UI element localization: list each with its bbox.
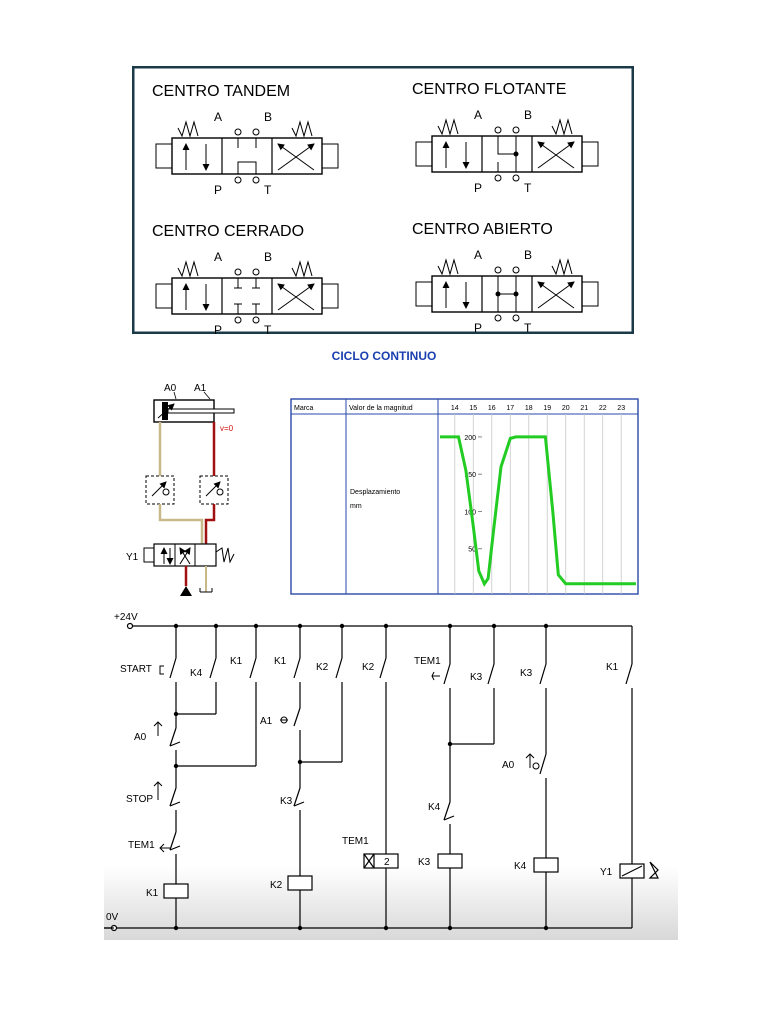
valve-title: CENTRO TANDEM [152, 83, 290, 100]
coil-k1 [163, 883, 189, 899]
label-k4-a: K4 [190, 668, 203, 679]
coil-k3 [437, 853, 463, 869]
label-k1-c: K1 [606, 662, 619, 673]
label-k2-a: K2 [316, 662, 329, 673]
y-tick-label: 200 [464, 435, 476, 442]
label-a0-a: A0 [134, 732, 147, 743]
label-coil-k1: K1 [146, 888, 159, 899]
port-p: P [474, 321, 482, 334]
label-k4-b: K4 [428, 802, 441, 813]
label-start: START [120, 664, 152, 675]
x-tick-label: 15 [469, 405, 477, 412]
label-a0-b: A0 [502, 760, 515, 771]
supply-label: +24V [114, 612, 138, 623]
port-t: T [264, 323, 272, 334]
label-tem1-coil: TEM1 [342, 836, 369, 847]
timer-value: 2 [384, 857, 390, 868]
label-coil-k2: K2 [270, 880, 283, 891]
port-t: T [524, 181, 532, 195]
x-tick-label: 17 [506, 405, 514, 412]
valve-4: CENTRO ABIERTO A B P T [412, 221, 599, 334]
port-b: B [264, 110, 272, 124]
ladder-diagram: +24V 0V START K4 K1 K1 K2 K2 TEM1 K3 K3 … [104, 612, 678, 940]
port-a: A [474, 248, 482, 262]
port-b: B [524, 108, 532, 122]
x-tick-label: 22 [599, 405, 607, 412]
x-tick-label: 18 [525, 405, 533, 412]
port-b: B [264, 250, 272, 264]
coil-k2 [287, 875, 313, 891]
x-tick-label: 20 [562, 405, 570, 412]
label-k3-b: K3 [520, 668, 533, 679]
label-k3-c: K3 [280, 796, 293, 807]
label-a1: A1 [260, 716, 273, 727]
y-tick-label: 150 [464, 472, 476, 479]
label-coil-y1: Y1 [600, 867, 613, 878]
port-b: B [524, 248, 532, 262]
valve-y1 [153, 543, 217, 567]
port-a: A [474, 108, 482, 122]
port-t: T [524, 321, 532, 334]
label-stop: STOP [126, 794, 153, 805]
unit-label: mm [350, 503, 362, 510]
column-mark: Marca [294, 405, 314, 412]
label-k3-a: K3 [470, 672, 483, 683]
ground-label: 0V [106, 912, 119, 923]
label-coil-k4: K4 [514, 861, 527, 872]
series-line-displacement [440, 435, 636, 587]
port-p: P [214, 183, 222, 197]
pneumatic-circuit: A0 A1 v=0 Y1 [126, 383, 235, 596]
label-tem1-contact: TEM1 [414, 656, 441, 667]
valve-2: CENTRO FLOTANTE A B P T [412, 81, 599, 195]
x-tick-label: 21 [580, 405, 588, 412]
coil-tem1 [363, 853, 399, 869]
valve-title: CENTRO CERRADO [152, 223, 304, 240]
label-y1: Y1 [126, 552, 139, 563]
label-tem1-nc: TEM1 [128, 840, 155, 851]
port-a: A [214, 110, 222, 124]
port-p: P [214, 323, 222, 334]
valve-3: CENTRO CERRADO A B P T [152, 223, 339, 334]
pressure-source-icon [180, 586, 192, 596]
displacement-graph: Marca Valor de la magnitud Desplazamient… [290, 398, 639, 595]
port-p: P [474, 181, 482, 195]
exhaust-icon [199, 588, 213, 593]
label-a1: A1 [194, 383, 207, 394]
port-a: A [214, 250, 222, 264]
quantity-label: Desplazamiento [350, 489, 400, 496]
column-value: Valor de la magnitud [349, 405, 413, 412]
x-tick-label: 14 [451, 405, 459, 412]
valve-title: CENTRO ABIERTO [412, 221, 553, 238]
label-k2-b: K2 [362, 662, 375, 673]
label-k1-b: K1 [274, 656, 287, 667]
valve-title: CENTRO FLOTANTE [412, 81, 566, 98]
cycle-title: CICLO CONTINUO [331, 349, 437, 363]
label-a0: A0 [164, 383, 177, 394]
x-tick-label: 19 [543, 405, 551, 412]
y-tick-label: 50 [468, 547, 476, 554]
valve-1: CENTRO TANDEM A B P T [152, 83, 339, 197]
x-tick-label: 16 [488, 405, 496, 412]
coil-k4 [533, 857, 559, 873]
x-tick-label: 23 [617, 405, 625, 412]
label-coil-k3: K3 [418, 857, 431, 868]
port-t: T [264, 183, 272, 197]
label-velocity: v=0 [220, 424, 234, 433]
label-k1-a: K1 [230, 656, 243, 667]
